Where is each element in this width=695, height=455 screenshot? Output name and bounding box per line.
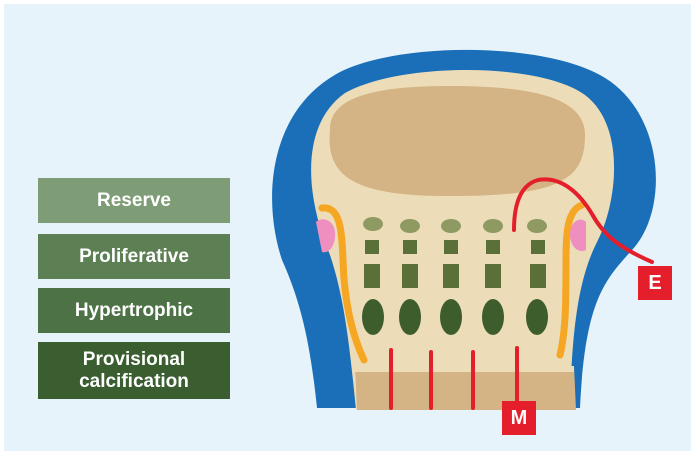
chondrocyte xyxy=(364,264,380,288)
chondrocyte xyxy=(399,299,421,335)
chondrocyte xyxy=(403,240,417,254)
metaphyseal-vessel-label: M xyxy=(502,401,536,435)
chondrocyte xyxy=(441,219,461,233)
zone-label-reserve: Reserve xyxy=(38,178,230,223)
chondrocyte xyxy=(526,299,548,335)
chondrocyte xyxy=(363,217,383,231)
chondrocyte xyxy=(485,264,501,288)
chondrocyte xyxy=(482,299,504,335)
chondrocyte xyxy=(443,264,459,288)
zone-label-provisional-calcification: Provisional calcification xyxy=(38,342,230,399)
chondrocyte xyxy=(440,299,462,335)
chondrocyte xyxy=(362,299,384,335)
chondrocyte xyxy=(402,264,418,288)
metaphysis xyxy=(355,366,576,410)
chondrocyte xyxy=(531,240,545,254)
chondrocyte xyxy=(365,240,379,254)
chondrocyte xyxy=(444,240,458,254)
chondrocyte xyxy=(483,219,503,233)
epiphyseal-vessel-label: E xyxy=(638,266,672,300)
zone-label-proliferative: Proliferative xyxy=(38,234,230,279)
zone-label-hypertrophic: Hypertrophic xyxy=(38,288,230,333)
chondrocyte xyxy=(527,219,547,233)
chondrocyte xyxy=(400,219,420,233)
chondrocyte xyxy=(486,240,500,254)
chondrocyte xyxy=(530,264,546,288)
